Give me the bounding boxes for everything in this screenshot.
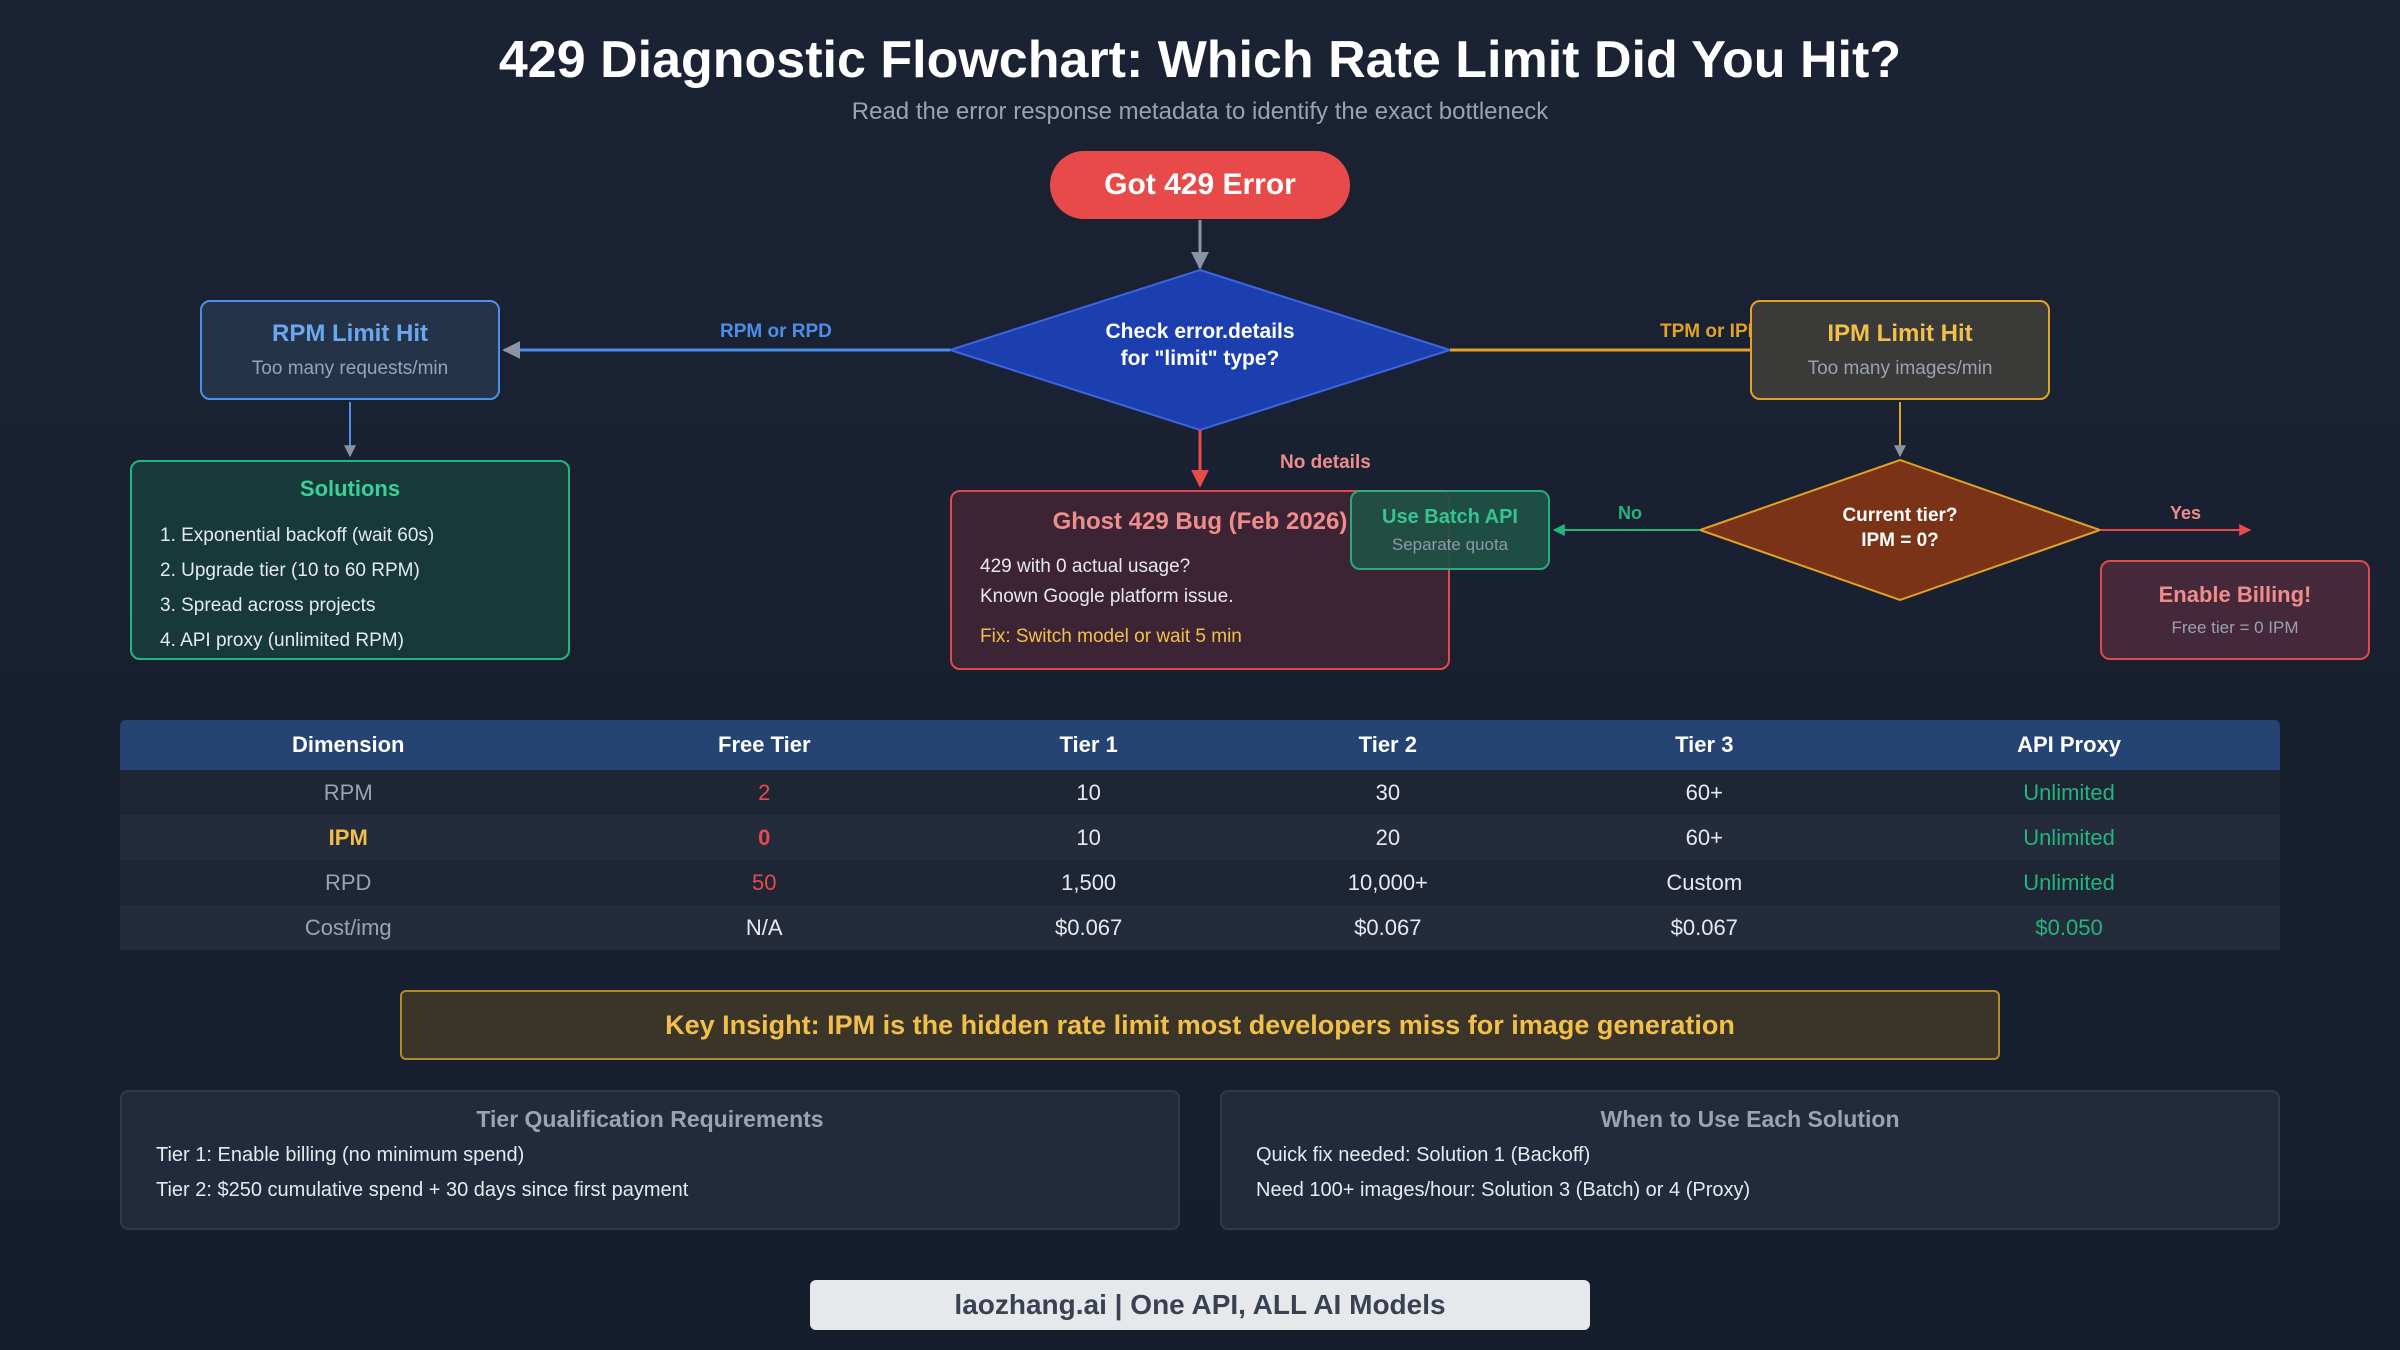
table-cell: $0.067 bbox=[1225, 905, 1551, 950]
when-to-use-panel: When to Use Each Solution Quick fix need… bbox=[1220, 1090, 2280, 1230]
table-header-row: Dimension Free Tier Tier 1 Tier 2 Tier 3… bbox=[120, 720, 2280, 770]
table-cell: N/A bbox=[576, 905, 953, 950]
table-cell: 2 bbox=[576, 770, 953, 815]
enable-billing-title: Enable Billing! bbox=[2158, 582, 2312, 607]
table-cell: RPM bbox=[120, 770, 577, 815]
solutions-list: 1. Exponential backoff (wait 60s) 2. Upg… bbox=[160, 518, 434, 658]
table-cell: 20 bbox=[1225, 815, 1551, 860]
ghost-bug-line2: Known Google platform issue. bbox=[980, 586, 1234, 607]
table-cell: Custom bbox=[1550, 860, 1859, 905]
solutions-node: Solutions 1. Exponential backoff (wait 6… bbox=[130, 460, 570, 660]
table-row: IPM 0 10 20 60+ Unlimited bbox=[120, 815, 2280, 860]
table-cell: Unlimited bbox=[1858, 770, 2280, 815]
table-cell: 10 bbox=[952, 770, 1226, 815]
enable-billing-subtitle: Free tier = 0 IPM bbox=[2171, 618, 2299, 637]
solution-item: 2. Upgrade tier (10 to 60 RPM) bbox=[160, 560, 420, 581]
ghost-bug-title: Ghost 429 Bug (Feb 2026) bbox=[1052, 508, 1348, 535]
decision-tier-line2: IPM = 0? bbox=[1861, 529, 1939, 551]
when-to-use-title: When to Use Each Solution bbox=[1600, 1106, 1900, 1132]
table-cell: $0.067 bbox=[1550, 905, 1859, 950]
when-to-use-line: Need 100+ images/hour: Solution 3 (Batch… bbox=[1256, 1179, 1751, 1201]
tier-requirement-line: Tier 1: Enable billing (no minimum spend… bbox=[156, 1144, 525, 1166]
table-cell: RPD bbox=[120, 860, 577, 905]
ghost-bug-line1: 429 with 0 actual usage? bbox=[980, 556, 1191, 577]
table-header-cell: Tier 1 bbox=[952, 720, 1226, 770]
table-row: Cost/img N/A $0.067 $0.067 $0.067 $0.050 bbox=[120, 905, 2280, 950]
ghost-bug-body: 429 with 0 actual usage? Known Google pl… bbox=[980, 552, 1242, 652]
table-header-cell: Tier 3 bbox=[1550, 720, 1859, 770]
table-cell: Cost/img bbox=[120, 905, 577, 950]
table-cell: $0.050 bbox=[1858, 905, 2280, 950]
table-cell: 0 bbox=[576, 815, 953, 860]
solution-item: 1. Exponential backoff (wait 60s) bbox=[160, 525, 435, 546]
table-cell: IPM bbox=[120, 815, 577, 860]
ipm-limit-title: IPM Limit Hit bbox=[1827, 320, 1973, 347]
table-cell: 10,000+ bbox=[1225, 860, 1551, 905]
table-header-cell: Dimension bbox=[120, 720, 577, 770]
edge-label-no: No bbox=[1618, 503, 1642, 523]
table-cell: 30 bbox=[1225, 770, 1551, 815]
table-header-cell: Free Tier bbox=[576, 720, 953, 770]
table-cell: $0.067 bbox=[952, 905, 1226, 950]
batch-api-subtitle: Separate quota bbox=[1391, 535, 1509, 554]
tier-requirements-panel: Tier Qualification Requirements Tier 1: … bbox=[120, 1090, 1180, 1230]
page-subtitle: Read the error response metadata to iden… bbox=[851, 98, 1549, 125]
table-cell: 50 bbox=[576, 860, 953, 905]
ipm-limit-subtitle: Too many images/min bbox=[1807, 358, 1993, 379]
table-header-cell: Tier 2 bbox=[1225, 720, 1551, 770]
solutions-title: Solutions bbox=[299, 476, 401, 501]
decision-tier-text: Current tier? IPM = 0? bbox=[1780, 504, 2020, 553]
ipm-limit-node: IPM Limit Hit Too many images/min bbox=[1750, 300, 2050, 400]
page-title: 429 Diagnostic Flowchart: Which Rate Lim… bbox=[498, 31, 1902, 89]
edge-label-rpm-rpd: RPM or RPD bbox=[720, 321, 832, 342]
table-cell: 10 bbox=[952, 815, 1226, 860]
tier-comparison-table: Dimension Free Tier Tier 1 Tier 2 Tier 3… bbox=[120, 720, 2280, 950]
table-row: RPM 2 10 30 60+ Unlimited bbox=[120, 770, 2280, 815]
tier-requirements-title: Tier Qualification Requirements bbox=[476, 1106, 824, 1132]
table-cell: 60+ bbox=[1550, 770, 1859, 815]
batch-api-title: Use Batch API bbox=[1382, 506, 1518, 528]
table-row: RPD 50 1,500 10,000+ Custom Unlimited bbox=[120, 860, 2280, 905]
key-insight-banner: Key Insight: IPM is the hidden rate limi… bbox=[400, 990, 2000, 1060]
rpm-limit-title: RPM Limit Hit bbox=[272, 320, 428, 347]
footer-brand-banner: laozhang.ai | One API, ALL AI Models bbox=[810, 1280, 1590, 1330]
table-cell: 1,500 bbox=[952, 860, 1226, 905]
enable-billing-node: Enable Billing! Free tier = 0 IPM bbox=[2100, 560, 2370, 660]
table-cell: Unlimited bbox=[1858, 815, 2280, 860]
rpm-limit-subtitle: Too many requests/min bbox=[251, 358, 449, 379]
edge-label-yes: Yes bbox=[2170, 503, 2202, 523]
table-header-cell: API Proxy bbox=[1858, 720, 2280, 770]
decision-diamond-tier bbox=[1696, 458, 2104, 602]
solution-item: 3. Spread across projects bbox=[160, 595, 376, 616]
decision-main-line1: Check error.details bbox=[1105, 320, 1295, 343]
edge-label-no-details: No details bbox=[1280, 452, 1371, 473]
decision-tier-line1: Current tier? bbox=[1842, 505, 1958, 526]
start-node: Got 429 Error bbox=[1050, 151, 1350, 219]
solution-item: 4. API proxy (unlimited RPM) bbox=[160, 630, 404, 651]
ghost-bug-fix: Fix: Switch model or wait 5 min bbox=[980, 626, 1242, 647]
table-cell: Unlimited bbox=[1858, 860, 2280, 905]
batch-api-node: Use Batch API Separate quota bbox=[1350, 490, 1550, 570]
decision-main-text: Check error.details for "limit" type? bbox=[1050, 318, 1350, 373]
when-to-use-line: Quick fix needed: Solution 1 (Backoff) bbox=[1256, 1144, 1591, 1166]
tier-requirement-line: Tier 2: $250 cumulative spend + 30 days … bbox=[156, 1179, 689, 1201]
edge-label-tpm-ipm: TPM or IPM bbox=[1660, 321, 1764, 342]
rpm-limit-node: RPM Limit Hit Too many requests/min bbox=[200, 300, 500, 400]
decision-main-line2: for "limit" type? bbox=[1120, 347, 1280, 371]
table-cell: 60+ bbox=[1550, 815, 1859, 860]
